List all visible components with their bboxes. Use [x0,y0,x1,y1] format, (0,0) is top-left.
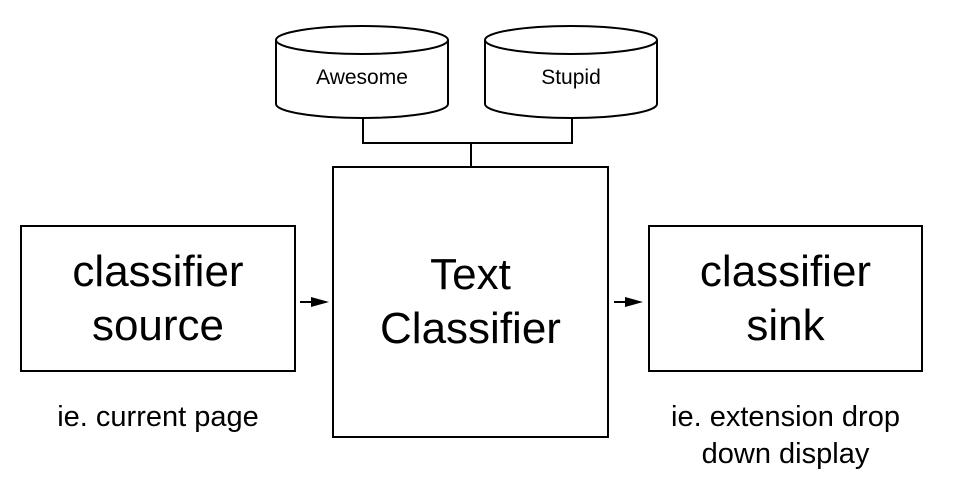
source-note: ie. current page [57,401,259,433]
classifier-source-box: classifier source [20,225,296,372]
classifier-sink-label-line-2: sink [746,300,825,350]
database-awesome-icon [275,25,449,119]
text-classifier-label-line-1: Text [430,250,511,299]
sink-note-line-1: ie. extension drop [671,401,900,433]
sink-note-line-2: down display [701,438,870,470]
database-awesome-label: Awesome [316,66,408,89]
classifier-sink-box: classifier sink [648,225,923,372]
classifier-source-label-line-1: classifier [72,246,244,296]
database-stupid-label: Stupid [541,66,601,89]
database-connector-line [362,118,573,167]
classifier-source-label-line-2: source [91,300,225,350]
database-stupid-icon [484,25,658,119]
arrow-classifier-to-sink [614,297,643,307]
text-classifier-label-line-2: Classifier [380,304,561,353]
text-classifier-box: Text Classifier [332,166,609,438]
classifier-sink-label-line-1: classifier [699,246,872,296]
arrow-source-to-classifier [300,297,329,307]
sink-note: ie. extension drop down display [640,399,931,473]
